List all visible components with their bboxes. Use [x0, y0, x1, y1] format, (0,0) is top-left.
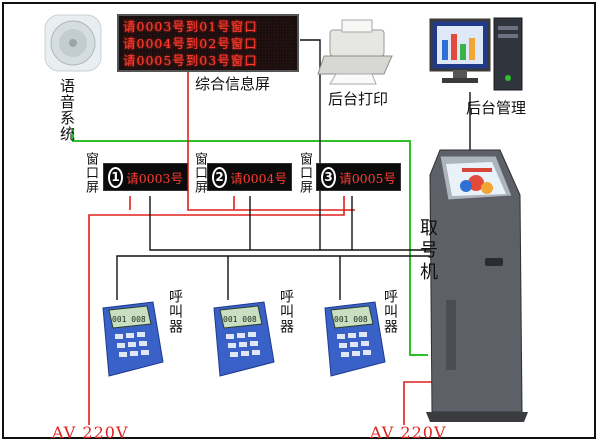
display-board-label: 综合信息屏	[195, 75, 271, 93]
power-label-right: AV 220V	[370, 423, 447, 442]
caller-display-1: 001 008	[112, 315, 146, 324]
caller-display-2: 001 008	[223, 315, 257, 324]
diagram-frame	[2, 2, 596, 439]
computer-icon	[429, 17, 523, 91]
caller-icon-2: 001 008	[213, 301, 275, 377]
caller-label-2: 呼叫器	[278, 289, 294, 334]
caller-icon-3: 001 008	[324, 301, 386, 377]
caller-display-3: 001 008	[334, 315, 368, 324]
printer-label: 后台打印	[328, 90, 389, 108]
red-wire-board	[187, 72, 355, 211]
window-number-1: 1	[108, 166, 124, 188]
display-board-row-3: 请0005号到03号窗口	[123, 52, 293, 69]
window-screen-label-3: 窗口屏	[297, 152, 312, 194]
window-number-2: 2	[212, 166, 228, 188]
display-board-row-2: 请0004号到02号窗口	[123, 35, 293, 52]
window-screen-1: 1 请0003号	[103, 163, 188, 191]
ticket-kiosk-icon	[426, 149, 528, 422]
display-board-row-1: 请0003号到01号窗口	[123, 18, 293, 35]
window-screen-2: 2 请0004号	[207, 163, 292, 191]
black-wire-win-row	[149, 196, 440, 251]
window-screen-label-2: 窗口屏	[192, 152, 207, 194]
window-screen-3: 3 请0005号	[316, 163, 401, 191]
caller-icon-1: 001 008	[102, 301, 164, 377]
speaker-icon	[44, 14, 102, 72]
computer-label: 后台管理	[466, 99, 527, 117]
kiosk-label: 取号机	[417, 218, 438, 284]
green-wire	[72, 128, 428, 356]
power-label-left: AV 220V	[52, 423, 129, 442]
black-wire-callers	[116, 255, 430, 300]
window-screen-3-text: 请0005号	[339, 170, 396, 186]
window-screen-2-text: 请0004号	[230, 170, 287, 186]
window-number-3: 3	[321, 166, 337, 188]
printer-icon	[317, 19, 393, 85]
caller-label-3: 呼叫器	[382, 289, 398, 334]
window-screen-1-text: 请0003号	[126, 170, 183, 186]
speaker-label: 语音系统	[58, 78, 76, 142]
caller-label-1: 呼叫器	[167, 289, 183, 334]
red-wire-kiosk-power	[403, 381, 432, 425]
window-screen-label-1: 窗口屏	[83, 152, 98, 194]
red-wire-win3	[88, 196, 345, 425]
display-board: 请0003号到01号窗口 请0004号到02号窗口 请0005号到03号窗口	[117, 14, 299, 72]
black-wire-printer	[300, 39, 321, 250]
